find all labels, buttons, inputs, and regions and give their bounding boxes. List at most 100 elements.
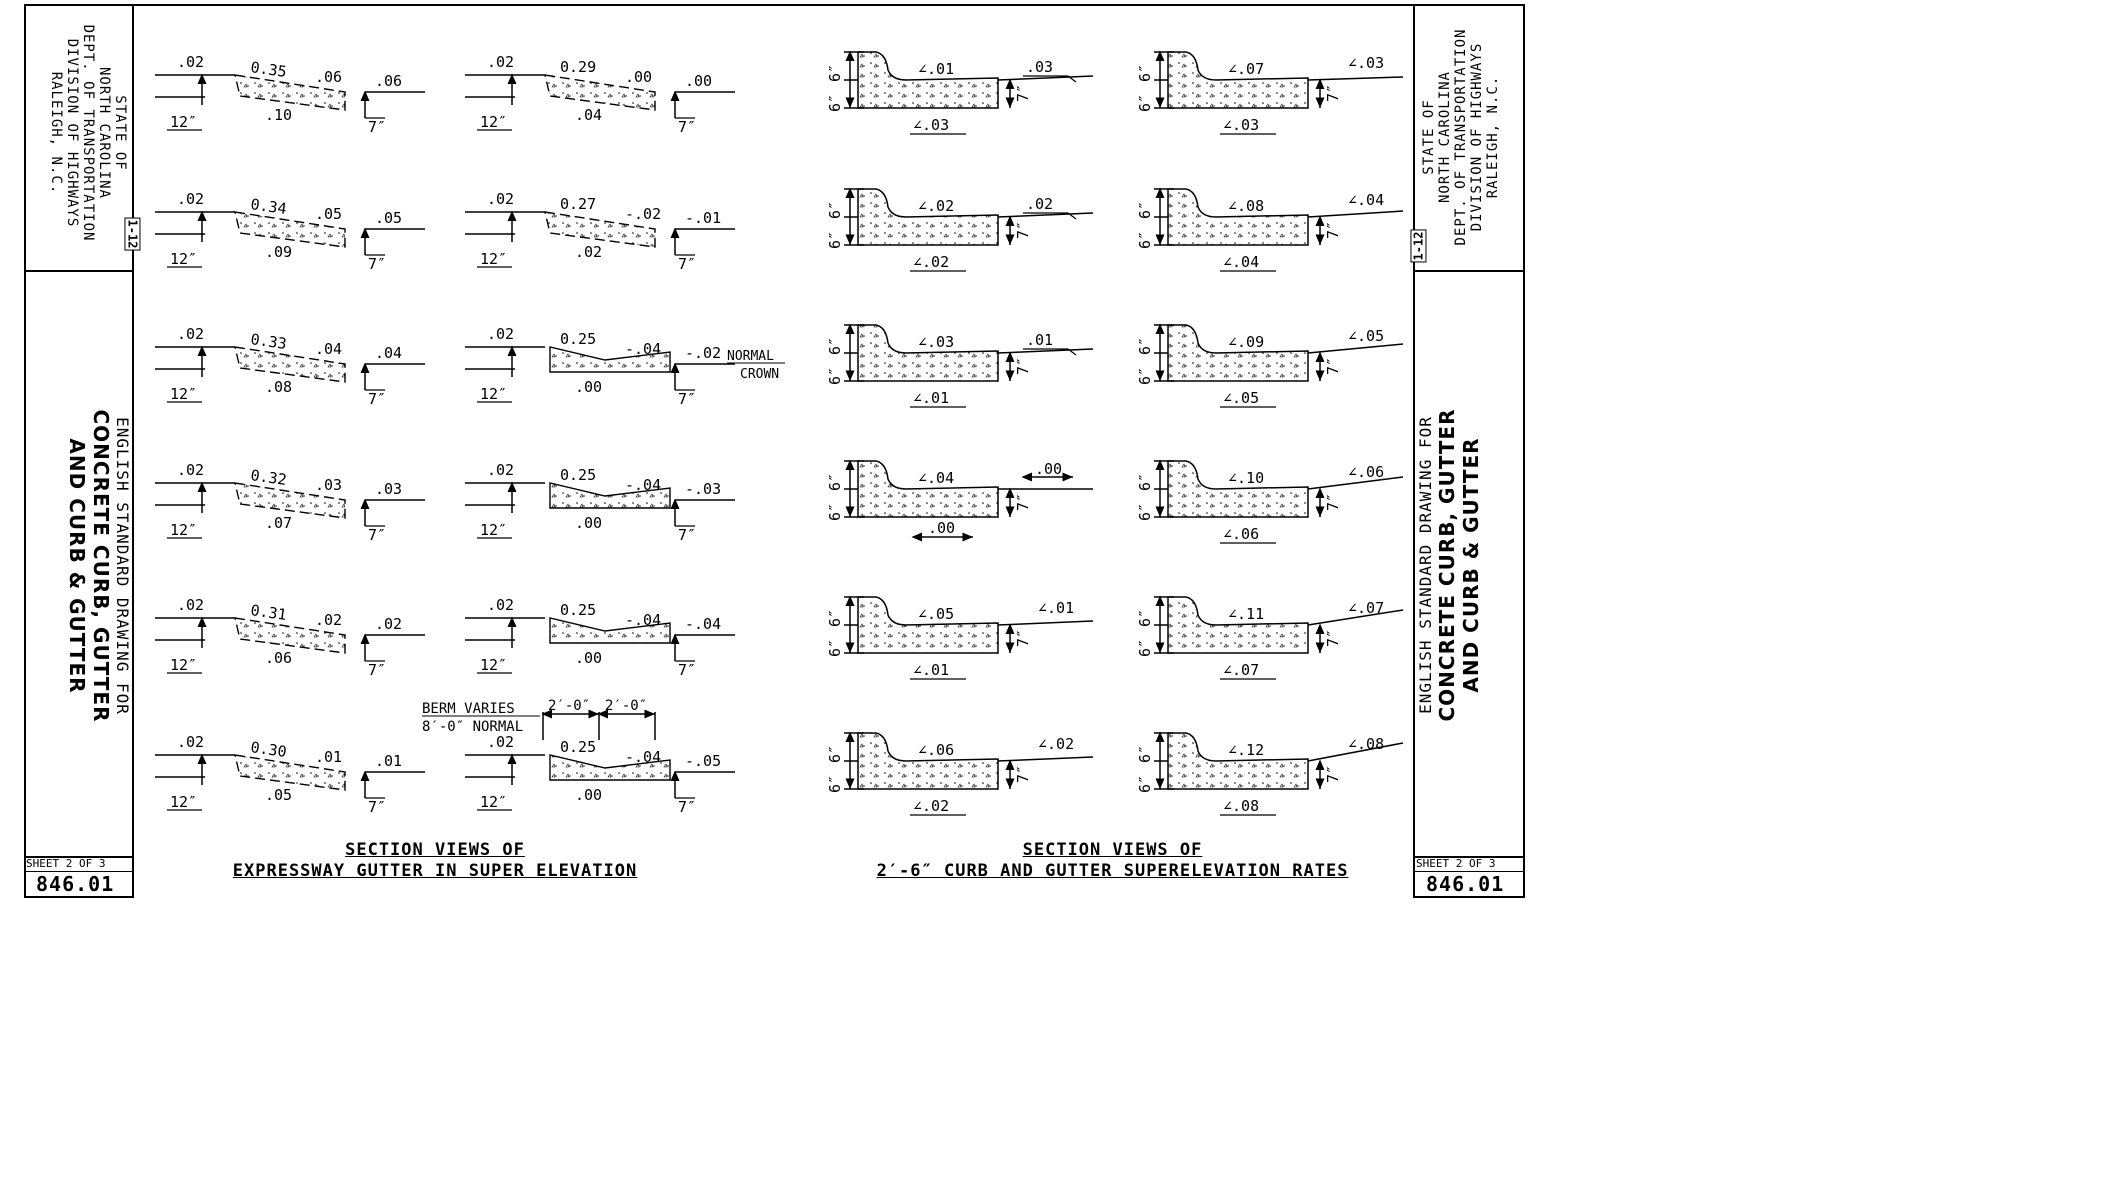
gutter-mid-slope-label: .02 (315, 611, 342, 629)
curb-height1-label: 6″ (826, 609, 844, 627)
gutter-mid-slope-label: .00 (625, 68, 652, 86)
gutter-bottom-slope-label: .02 (575, 243, 602, 261)
curb-height1-label: 6″ (826, 201, 844, 219)
drawing-area: .0212″0.35.06.06.107″.0212″0.34.05.05.09… (155, 50, 1404, 816)
curb-height2-label: 6″ (826, 775, 844, 793)
gutter-sections: .0212″0.35.06.06.107″.0212″0.34.05.05.09… (155, 53, 785, 816)
curb-right-slope (997, 212, 1094, 218)
curb-height1-label: 6″ (826, 64, 844, 82)
gutter-depth-label: 12″ (170, 113, 197, 131)
curb-height1-label: 6″ (1136, 473, 1154, 491)
gutter-thickness-label: 7″ (678, 661, 696, 679)
gutter-body (549, 754, 671, 781)
gutter-mid-slope-label: .01 (315, 748, 342, 766)
top-border (134, 4, 1414, 6)
curb-gutter-slope-label: ∠.12 (1228, 741, 1264, 759)
gutter-left-slope-label: .02 (487, 325, 514, 343)
gutter-top-slope-label: 0.25 (560, 330, 596, 348)
gutter-bottom-slope-label: .00 (575, 649, 602, 667)
curb-right-flag (1067, 212, 1077, 220)
curb-right-slope (1307, 609, 1404, 626)
gutter-depth-label: 12″ (170, 656, 197, 674)
gutter-depth-label: 12″ (480, 250, 507, 268)
curb-section: 6″6″∠.02.027″∠.02 (826, 187, 1094, 272)
curb-height2-label: 6″ (1136, 775, 1154, 793)
gutter-top-slope-label: 0.25 (560, 738, 596, 756)
curb-right-slope (1307, 76, 1404, 81)
gutter-right-slope-label: .00 (685, 72, 712, 90)
berm-dim2-label: 2′-0″ (605, 698, 647, 714)
gutter-top-slope-label: 0.29 (560, 58, 596, 76)
curb-height1-label: 6″ (826, 745, 844, 763)
curb-gutter-slope-label: ∠.10 (1228, 469, 1264, 487)
curb-base-slope-label: ∠.03 (1223, 116, 1259, 134)
curb-gutter-slope-label: ∠.07 (1228, 60, 1264, 78)
curb-section: 6″6″∠.08∠.047″∠.04 (1136, 187, 1404, 272)
gutter-bottom-slope-label: .10 (265, 106, 292, 124)
right-sheet-divider (1413, 871, 1525, 872)
gutter-top-slope-label: 0.25 (560, 466, 596, 484)
curb-height2-label: 6″ (826, 367, 844, 385)
curb-right-slope-label: .01 (1026, 331, 1053, 349)
curb-section: 6″6″∠.03.017″∠.01 (826, 323, 1094, 408)
gutter-body (234, 617, 346, 654)
curb-gutter-slope-label: ∠.06 (918, 741, 954, 759)
gutter-left-slope-label: .02 (487, 53, 514, 71)
right-drawing-number: 846.01 (1426, 872, 1505, 896)
gutter-body (234, 74, 346, 111)
curb-gutter-slope-label: ∠.11 (1228, 605, 1264, 623)
curb-base-slope-label: ∠.01 (913, 389, 949, 407)
curb-body (1167, 188, 1309, 246)
gutter-thickness-label: 7″ (678, 390, 696, 408)
curb-section: 6″6″∠.06∠.027″∠.02 (826, 731, 1094, 816)
gutter-depth-label: 12″ (480, 793, 507, 811)
left-drawing-number: 846.01 (36, 872, 115, 896)
curb-base-slope-label: ∠.05 (1223, 389, 1259, 407)
curb-right-slope (1307, 210, 1404, 218)
gutter-depth-label: 12″ (170, 250, 197, 268)
gutter-right-slope-label: .04 (375, 344, 402, 362)
gutter-left-slope-label: .02 (177, 190, 204, 208)
gutter-depth-label: 12″ (170, 793, 197, 811)
curb-right-slope-label: .00 (1035, 460, 1062, 478)
gutter-body (549, 346, 671, 373)
curb-height1-label: 6″ (1136, 337, 1154, 355)
curb-right-slope (1307, 343, 1404, 354)
gutter-left-slope-label: .02 (177, 325, 204, 343)
gutter-thickness-label: 7″ (678, 526, 696, 544)
curb-right-flag (1067, 348, 1077, 356)
curb-gutter-slope-label: ∠.01 (918, 60, 954, 78)
curb-thickness-label: 7″ (1014, 84, 1032, 102)
gutter-thickness-label: 7″ (368, 798, 386, 816)
curb-height1-label: 6″ (1136, 609, 1154, 627)
gutter-top-slope-label: 0.32 (249, 466, 287, 489)
gutter-right-slope-label: -.01 (685, 209, 721, 227)
gutter-left-slope-label: .02 (487, 596, 514, 614)
curb-right-slope-label: ∠.05 (1348, 327, 1384, 345)
curb-right-flag (1067, 75, 1077, 83)
gutter-bottom-slope-label: .05 (265, 786, 292, 804)
gutter-left-slope-label: .02 (177, 461, 204, 479)
gutter-mid-slope-label: .05 (315, 205, 342, 223)
curb-body (857, 596, 999, 654)
gutter-left-slope-label: .02 (487, 190, 514, 208)
curb-right-slope (997, 756, 1094, 762)
curb-height1-label: 6″ (1136, 201, 1154, 219)
curb-thickness-label: 7″ (1014, 629, 1032, 647)
curb-thickness-label: 7″ (1324, 629, 1342, 647)
gutter-top-slope-label: 0.30 (249, 738, 287, 761)
curb-height2-label: 6″ (1136, 503, 1154, 521)
gutter-mid-slope-label: -.04 (625, 476, 661, 494)
curb-right-slope-label: ∠.07 (1348, 599, 1384, 617)
curb-height1-label: 6″ (1136, 64, 1154, 82)
gutter-thickness-label: 7″ (368, 118, 386, 136)
curb-base-slope-label: ∠.01 (913, 661, 949, 679)
curb-height2-label: 6″ (826, 94, 844, 112)
curb-body (1167, 324, 1309, 382)
